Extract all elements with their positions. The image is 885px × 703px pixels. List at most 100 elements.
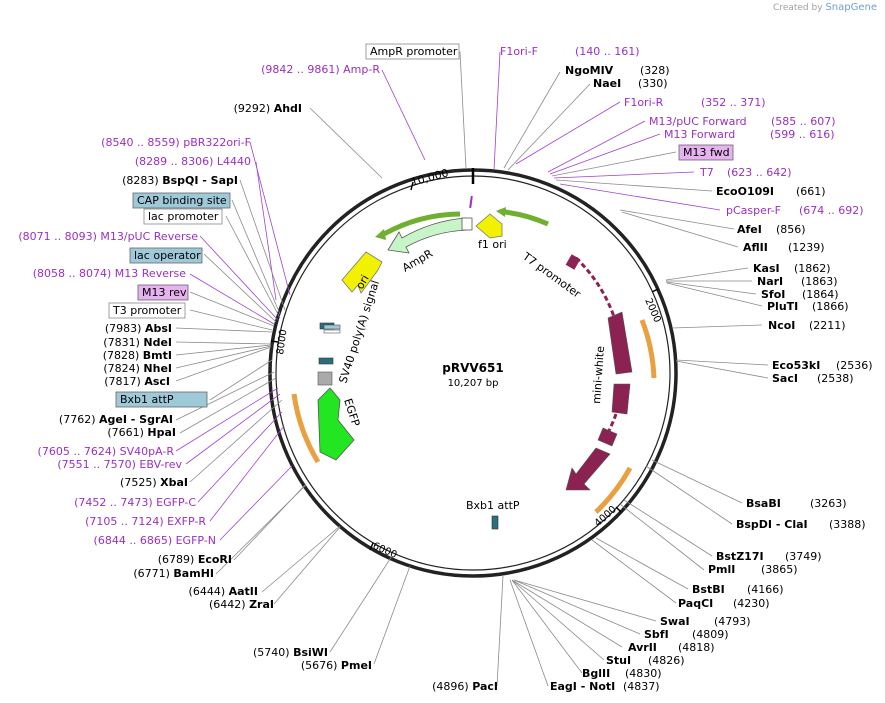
- tick-6000: 6000: [369, 541, 399, 561]
- site-label-nari[interactable]: NarI(1863): [757, 275, 838, 288]
- site-label-sbfi[interactable]: SbfI(4809): [644, 628, 729, 641]
- lac-region-blocks: [323, 195, 473, 334]
- site-label-eagi-noti[interactable]: EagI - NotI(4837): [550, 680, 660, 693]
- site-label-ngomiv[interactable]: NgoMIV(328): [565, 64, 670, 77]
- miniwhite-exon-2[interactable]: [611, 383, 631, 415]
- bxb1-block: [491, 515, 499, 530]
- snapgene-logo-text: SnapGene: [825, 2, 877, 13]
- site-label-l4440[interactable]: (8289 .. 8306) L4440: [135, 155, 251, 168]
- site-label-paci[interactable]: (4896) PacI: [432, 680, 498, 693]
- site-label-naei[interactable]: NaeI(330): [593, 77, 668, 90]
- ori-feature[interactable]: [341, 251, 383, 294]
- site-label-paqci[interactable]: PaqCI(4230): [678, 597, 770, 610]
- label-lac-operator[interactable]: lac operator: [129, 247, 203, 264]
- site-label-pluti[interactable]: PluTI(1866): [767, 300, 849, 313]
- site-label-stui[interactable]: StuI(4826): [606, 654, 685, 667]
- svg-text:M13 fwd: M13 fwd: [683, 146, 730, 159]
- miniwhite-exon-1[interactable]: [607, 311, 633, 375]
- svg-text:CAP binding site: CAP binding site: [137, 194, 227, 207]
- site-label-bstz17i[interactable]: BstZ17I(3749): [716, 550, 822, 563]
- watermark-prefix: Created by: [773, 3, 823, 13]
- site-label-saci[interactable]: SacI(2538): [772, 372, 854, 385]
- label-ampr-promoter[interactable]: AmpR promoter: [365, 43, 460, 60]
- svg-text:lac promoter: lac promoter: [148, 210, 219, 223]
- site-label-ahdi[interactable]: (9292) AhdI: [234, 102, 302, 115]
- svg-text:T3 promoter: T3 promoter: [112, 304, 182, 317]
- site-label-bsabi[interactable]: BsaBI(3263): [746, 497, 847, 510]
- site-label-m13-reverse[interactable]: (8058 .. 8074) M13 Reverse: [33, 267, 186, 280]
- site-label-t7[interactable]: T7(623 .. 642): [699, 166, 792, 179]
- site-label-amp-r[interactable]: (9842 .. 9861) Amp-R: [261, 63, 380, 76]
- site-label-sv40pa-r[interactable]: (7605 .. 7624) SV40pA-R: [38, 445, 175, 458]
- site-label-asci[interactable]: (7817) AscI: [104, 375, 170, 388]
- egfp-feature[interactable]: [317, 387, 355, 461]
- site-label-egfp-c[interactable]: (7452 .. 7473) EGFP-C: [74, 496, 196, 509]
- connector-lines: [175, 51, 769, 687]
- site-label-bspdi-clai[interactable]: BspDI - ClaI(3388): [736, 518, 866, 531]
- left-site-labels: (9842 .. 9861) Amp-R (9292) AhdI (8540 .. …: [18, 63, 498, 693]
- site-label-bglii[interactable]: BglII(4830): [582, 667, 662, 680]
- site-label-xbai[interactable]: (7525) XbaI: [120, 476, 188, 489]
- site-label-pmei[interactable]: (5676) PmeI: [301, 659, 372, 672]
- site-label-ecori[interactable]: (6789) EcoRI: [158, 553, 232, 566]
- t7-promoter-arrowhead: [496, 207, 506, 217]
- site-label-bspqi-sapi[interactable]: (8283) BspQI - SapI: [122, 174, 238, 187]
- site-label-zrai[interactable]: (6442) ZraI: [209, 598, 274, 611]
- miniwhite-exon-4[interactable]: [565, 447, 611, 491]
- right-site-labels: F1ori-F(140 .. 161) NgoMIV(328)NaeI(330) F…: [500, 45, 873, 693]
- site-label-aflii[interactable]: AflII(1239): [743, 241, 825, 254]
- label-lac-promoter-box[interactable]: lac promoter: [143, 208, 223, 225]
- site-label-kasi[interactable]: KasI(1862): [753, 262, 831, 275]
- site-label-egfp-n[interactable]: (6844 .. 6865) EGFP-N: [94, 534, 216, 547]
- t7-promoter-arrow: [504, 209, 550, 227]
- label-m13-rev[interactable]: M13 rev: [137, 284, 189, 301]
- ori-label: ori: [353, 273, 371, 292]
- site-label-m13-puc-forward[interactable]: M13/pUC Forward(585 .. 607): [649, 115, 836, 128]
- label-bxb1-attp-box[interactable]: Bxb1 attP: [115, 391, 208, 408]
- site-label-pmli[interactable]: PmlI(3865): [708, 563, 798, 576]
- ampr-feature[interactable]: [387, 217, 468, 254]
- site-label-bstbi[interactable]: BstBI(4166): [692, 583, 784, 596]
- label-t3-promoter[interactable]: T3 promoter: [108, 302, 186, 319]
- label-cap-binding-site[interactable]: CAP binding site: [132, 192, 231, 209]
- svg-text:M13 rev: M13 rev: [142, 286, 187, 299]
- site-label-swai[interactable]: SwaI(4793): [660, 615, 751, 628]
- site-label-bamhi[interactable]: (6771) BamHI: [133, 567, 214, 580]
- site-label-ebv-rev[interactable]: (7551 .. 7570) EBV-rev: [57, 458, 182, 471]
- site-label-ncoi[interactable]: NcoI(2211): [768, 319, 846, 332]
- site-label-absi[interactable]: (7983) AbsI: [105, 322, 172, 335]
- site-label-bmti[interactable]: (7828) BmtI: [103, 349, 172, 362]
- site-label-nhei[interactable]: (7824) NheI: [103, 362, 172, 375]
- terminator-left: [291, 393, 321, 464]
- site-label-m13-forward[interactable]: M13 Forward(599 .. 616): [664, 128, 835, 141]
- site-label-sfoi[interactable]: SfoI(1864): [761, 288, 839, 301]
- site-label-bsiwi[interactable]: (5740) BsiWI: [253, 646, 328, 659]
- site-label-f1ori-f[interactable]: F1ori-F(140 .. 161): [500, 45, 640, 58]
- svg-text:lac operator: lac operator: [134, 249, 201, 262]
- tick-10000: 10,000: [409, 166, 450, 191]
- site-label-pcasper-f[interactable]: pCasper-F(674 .. 692): [726, 204, 864, 217]
- svg-text:AmpR promoter: AmpR promoter: [370, 45, 458, 58]
- site-label-avrii[interactable]: AvrII(4818): [628, 641, 715, 654]
- site-label-m13-puc-reverse[interactable]: (8071 .. 8093) M13/pUC Reverse: [18, 230, 198, 243]
- site-label-f1ori-r[interactable]: F1ori-R(352 .. 371): [624, 96, 766, 109]
- site-label-agei-sgrai[interactable]: (7762) AgeI - SgrAI: [59, 413, 173, 426]
- site-label-ecoo109i[interactable]: EcoO109I(661): [716, 185, 826, 198]
- tick-8000: 8000: [270, 329, 290, 355]
- site-label-pbr322ori-f[interactable]: (8540 .. 8559) pBR322ori-F: [101, 136, 251, 149]
- site-label-eco53ki[interactable]: Eco53kI(2536): [772, 359, 873, 372]
- ampr-promoter-arrow: [382, 211, 461, 237]
- ampr-promoter-arrowhead: [375, 229, 386, 240]
- site-label-aatii[interactable]: (6444) AatII: [189, 585, 258, 598]
- f1ori-label: f1 ori: [478, 238, 507, 251]
- site-label-hpai[interactable]: (7661) HpaI: [107, 426, 176, 439]
- f1ori-feature[interactable]: [475, 213, 503, 239]
- site-label-ndei[interactable]: (7831) NdeI: [103, 336, 172, 349]
- miniwhite-exon-3[interactable]: [597, 427, 618, 447]
- site-label-exfp-r[interactable]: (7105 .. 7124) EXFP-R: [85, 515, 206, 528]
- svg-text:Bxb1 attP: Bxb1 attP: [120, 393, 174, 406]
- ampr-small-box: [461, 217, 473, 231]
- label-m13-fwd[interactable]: M13 fwd: [678, 144, 734, 161]
- site-label-afei[interactable]: AfeI(856): [737, 223, 806, 236]
